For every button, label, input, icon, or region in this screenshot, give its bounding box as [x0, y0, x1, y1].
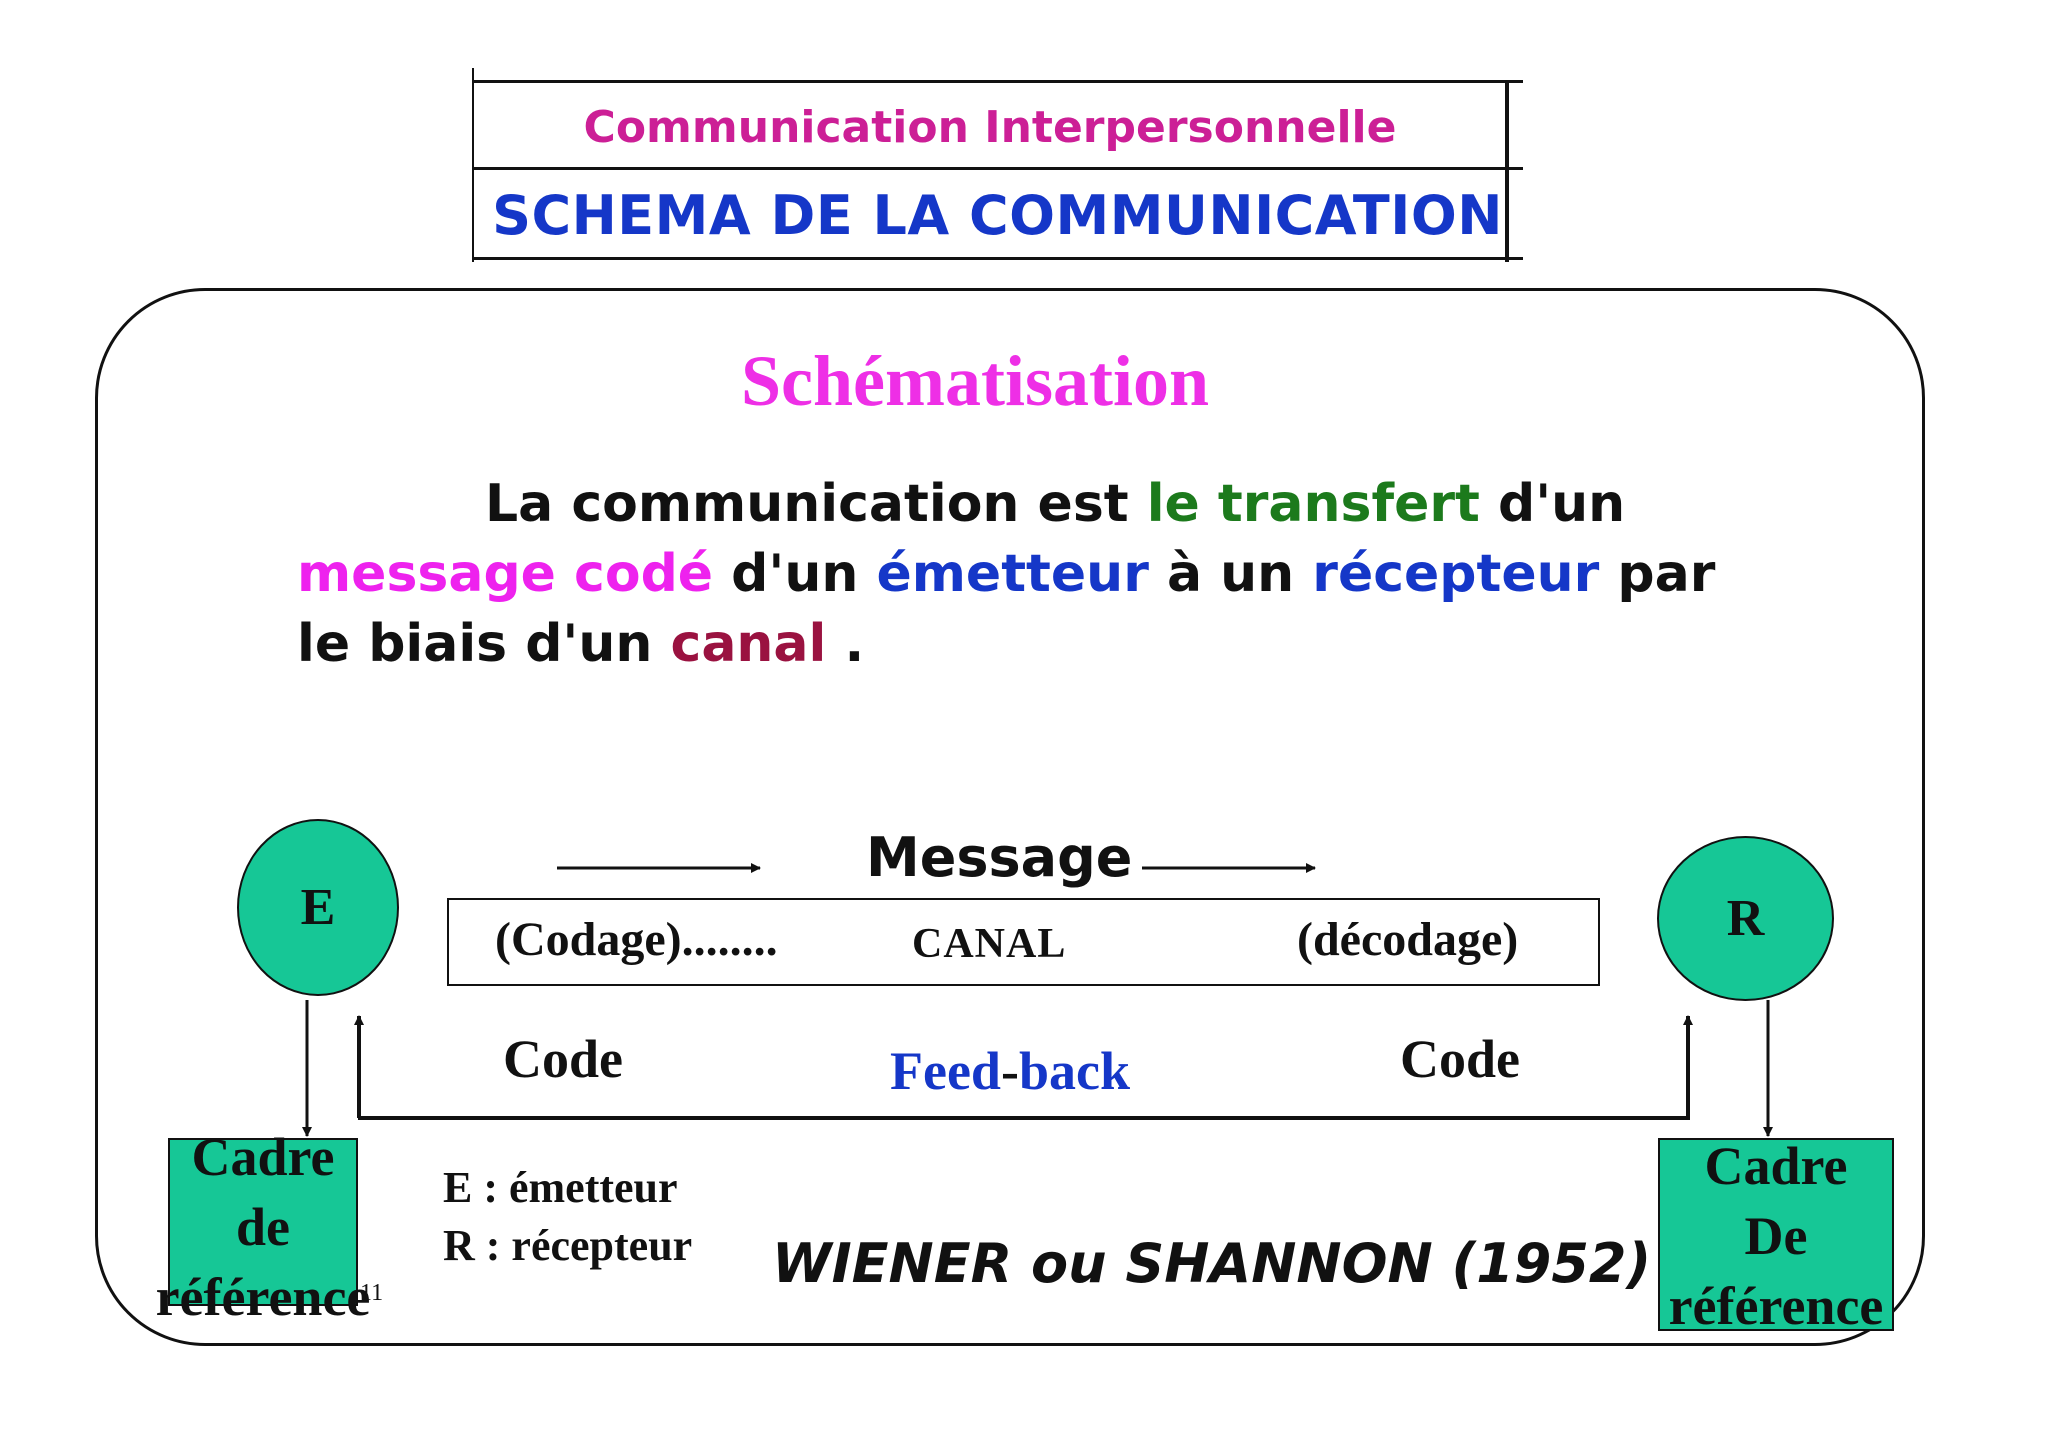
emitter-reference-frame-label: Cadre de référence: [143, 1122, 383, 1332]
header-title: SCHEMA DE LA COMMUNICATION: [492, 183, 1503, 247]
header-rule-left: [472, 68, 474, 262]
emitter-node: E: [237, 819, 399, 996]
definition-text: La communication est: [485, 474, 1147, 534]
coding-label: (Codage)........: [495, 913, 778, 966]
definition-highlight-transfer: le transfert: [1146, 474, 1480, 534]
header-rule-top: [473, 80, 1523, 83]
message-label: Message: [866, 826, 1133, 889]
definition-line-2: message codé d'un émetteur à un récepteu…: [297, 544, 1715, 604]
definition-text: d'un: [713, 544, 877, 604]
header-rule-right: [1505, 80, 1509, 262]
page-number: 11: [360, 1280, 384, 1306]
definition-highlight-emitter: émetteur: [876, 544, 1149, 604]
channel-box: [447, 898, 1600, 986]
feedback-label: Feed-back: [890, 1040, 1130, 1102]
code-label-left: Code: [503, 1029, 623, 1089]
feedback-label-dash: -: [1000, 1041, 1019, 1101]
definition-highlight-channel: canal: [670, 614, 827, 674]
definition-line-3: le biais d'un canal .: [297, 614, 864, 674]
feedback-label-part1: Feed: [890, 1041, 1001, 1101]
header-rule-bottom: [473, 257, 1523, 260]
channel-label: CANAL: [912, 921, 1067, 967]
header-subtitle: Communication Interpersonnelle: [583, 101, 1397, 153]
definition-text: le biais d'un: [297, 614, 671, 674]
receiver-frame-line-3: référence: [1668, 1276, 1884, 1336]
definition-text: à un: [1148, 544, 1313, 604]
decoding-label: (décodage): [1297, 913, 1519, 966]
definition-text: par: [1599, 544, 1716, 604]
content-frame: [95, 288, 1925, 1346]
section-title: Schématisation: [741, 341, 1209, 421]
header-rule-middle: [473, 167, 1523, 170]
emitter-frame-line-1: Cadre: [191, 1127, 335, 1187]
definition-text: .: [826, 614, 865, 674]
definition-highlight-receiver: récepteur: [1312, 544, 1600, 604]
emitter-reference-frame: [168, 1138, 358, 1306]
receiver-reference-frame: [1658, 1138, 1894, 1331]
code-label-right: Code: [1400, 1029, 1520, 1089]
legend-receiver: R : récepteur: [443, 1221, 693, 1270]
receiver-node: R: [1657, 836, 1834, 1001]
receiver-frame-line-2: De: [1744, 1206, 1808, 1266]
receiver-reference-frame-label: Cadre De référence: [1648, 1131, 1904, 1341]
legend-emitter: E : émetteur: [443, 1163, 678, 1212]
emitter-frame-line-3: référence: [155, 1267, 371, 1327]
definition-text: d'un: [1479, 474, 1626, 534]
definition-highlight-message: message codé: [297, 544, 714, 604]
definition-line-1: La communication est le transfert d'un: [485, 474, 1625, 534]
feedback-label-part2: back: [1018, 1041, 1130, 1101]
emitter-frame-line-2: de: [236, 1197, 290, 1257]
citation: WIENER ou SHANNON (1952): [772, 1232, 1652, 1295]
receiver-frame-line-1: Cadre: [1704, 1136, 1848, 1196]
